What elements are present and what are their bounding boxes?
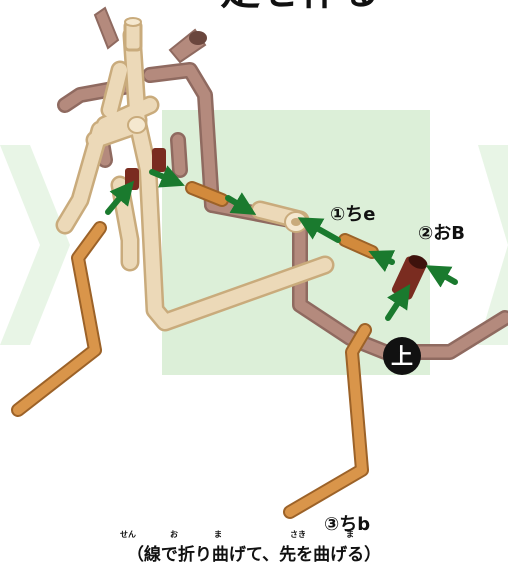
ruby-ma-1: ま [214, 529, 222, 540]
step-1-label: ①ちe [330, 200, 375, 226]
up-marker: 上 [383, 337, 421, 375]
title-fragment: 足を作る [220, 0, 380, 14]
ruby-saki: さき [290, 529, 306, 540]
step-2-label: ②おB [418, 219, 465, 245]
left-chevron [0, 145, 70, 345]
caption-ruby: せん お ま さき ま [0, 529, 508, 539]
up-marker-text: 上 [391, 345, 413, 370]
ruby-sen: せん [120, 529, 136, 540]
top-pieces [95, 8, 207, 62]
ruby-ma-2: ま [346, 529, 354, 540]
caption: （線で折り曲げて、先を曲げる） [0, 540, 508, 565]
ruby-o: お [170, 529, 178, 540]
